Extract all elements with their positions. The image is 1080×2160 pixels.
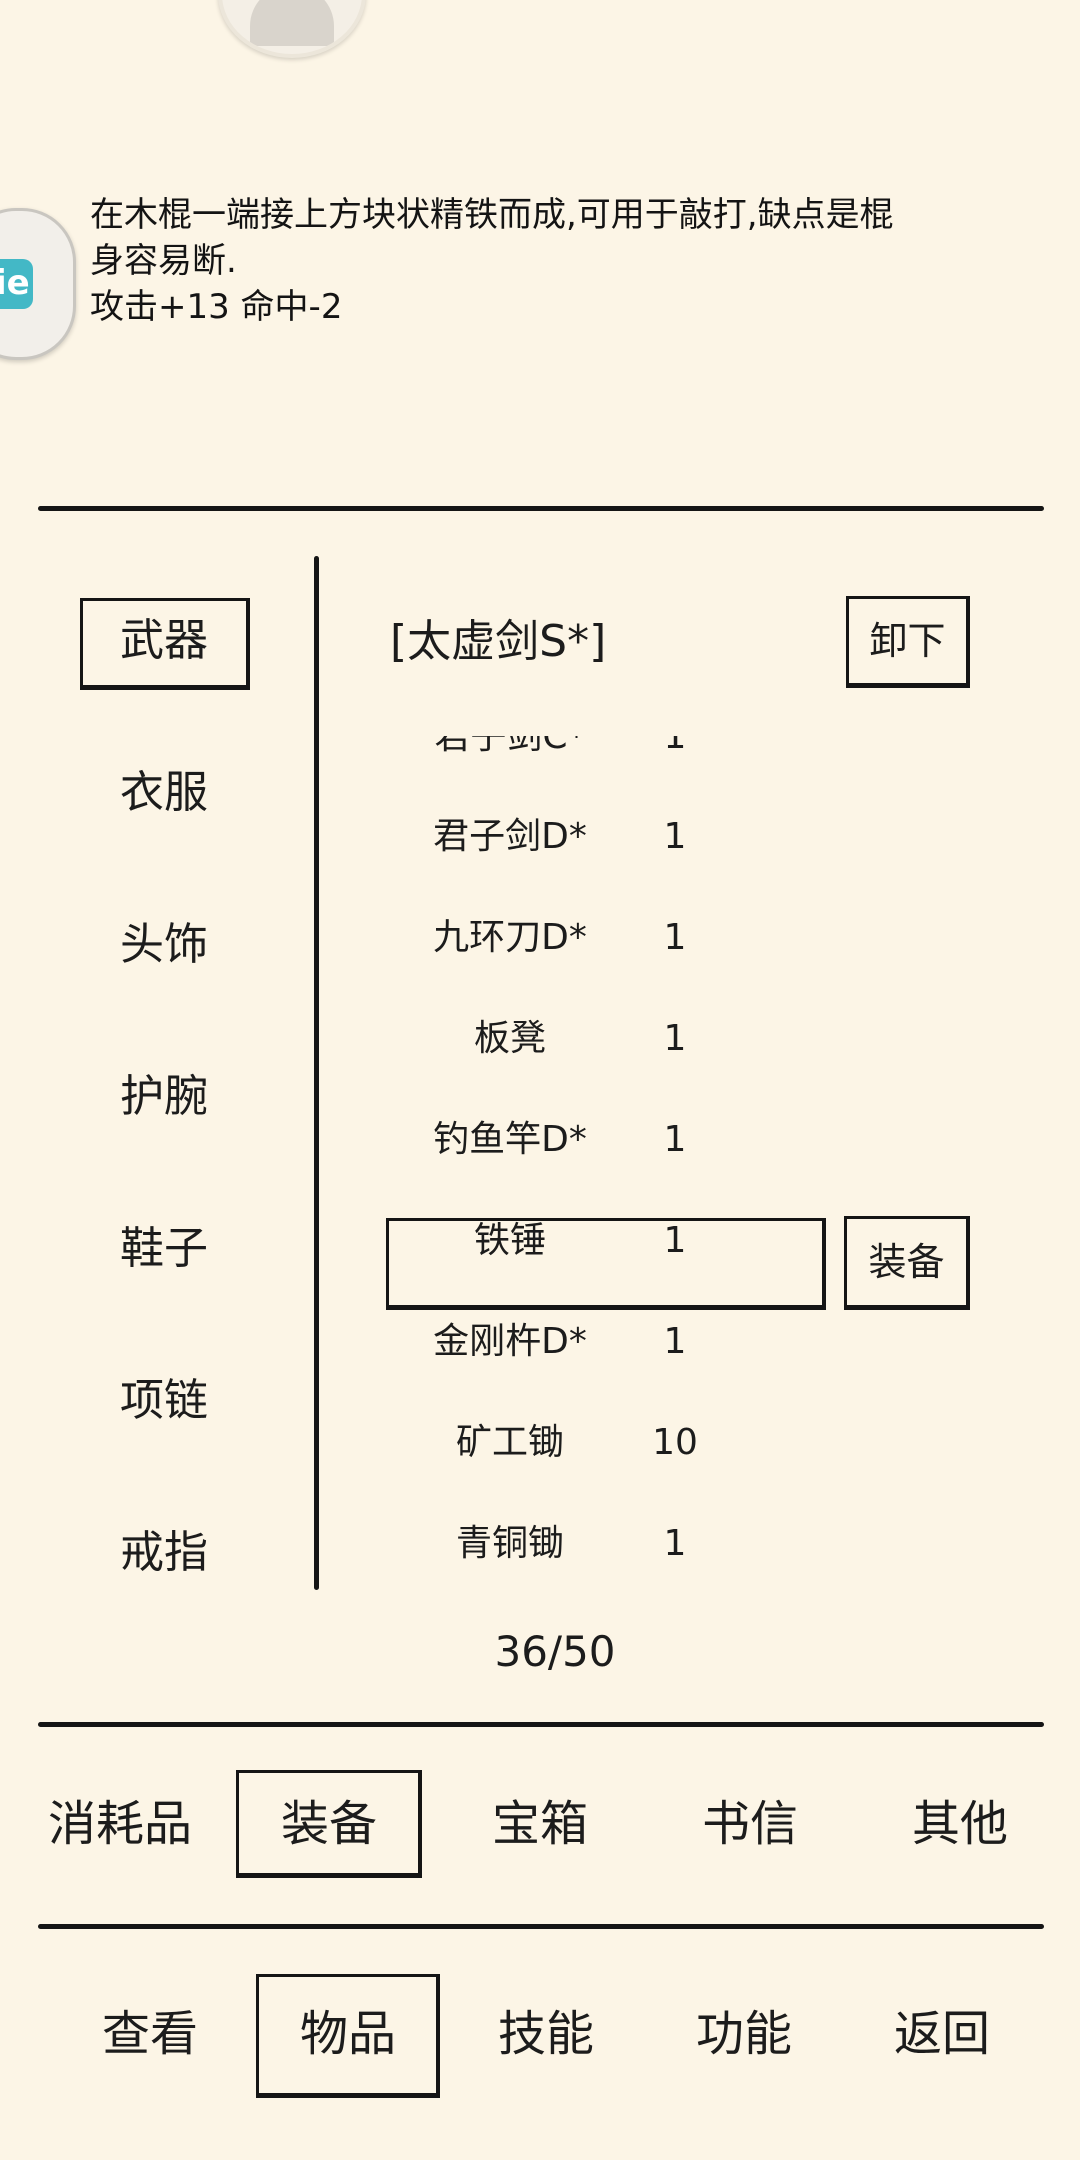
divider-top [38,506,1044,511]
tab-consumables[interactable]: 消耗品 [47,1796,192,1852]
list-item[interactable]: 金刚杵D* 1 [385,1291,735,1392]
item-name: 板凳 [473,1018,546,1059]
item-name: 青铜锄 [455,1523,564,1564]
item-name: 矿工锄 [455,1422,564,1463]
list-item[interactable]: 君子剑C* 1 [385,736,735,787]
equip-button[interactable]: 装备 [844,1216,970,1310]
nav-selected-frame [256,1974,440,2098]
item-count: 1 [663,1119,687,1160]
tab-equipment[interactable]: 装备 [280,1796,377,1852]
category-headwear[interactable]: 头饰 [120,919,208,970]
nav-skills[interactable]: 技能 [497,2006,594,2062]
description-line: 在木棍一端接上方块状精铁而成,可用于敲打,缺点是棍 [90,195,894,235]
app-icon: ie [0,259,33,309]
list-item[interactable]: 青铜锄 1 [385,1493,735,1594]
category-weapon[interactable]: 武器 [120,615,208,666]
equipped-item-name: [太虚剑S*] [390,616,607,667]
category-clothes[interactable]: 衣服 [120,767,208,818]
app-icon-text: ie [0,263,30,303]
list-item[interactable]: 板凳 1 [385,988,735,1089]
unequip-button[interactable]: 卸下 [846,596,970,688]
item-name: 钓鱼竿D* [433,1119,587,1160]
tab-chests[interactable]: 宝箱 [491,1796,588,1852]
item-name: 君子剑C* [434,736,586,757]
item-count: 1 [663,736,687,757]
item-count: 10 [652,1422,698,1463]
item-list[interactable]: 君子剑C* 1 君子剑D* 1 九环刀D* 1 板凳 1 钓鱼竿D* 1 铁锤 … [385,736,735,1600]
category-bracer[interactable]: 护腕 [120,1071,208,1122]
divider-vertical [314,556,319,1590]
item-description: 在木棍一端接上方块状精铁而成,可用于敲打,缺点是棍 身容易断. 攻击+13 命中… [90,192,1010,330]
inventory-capacity: 36/50 [494,1627,616,1676]
list-item[interactable]: 九环刀D* 1 [385,887,735,988]
list-item[interactable]: 矿工锄 10 [385,1392,735,1493]
category-ring[interactable]: 戒指 [120,1527,208,1578]
nav-back[interactable]: 返回 [893,2006,990,2062]
list-item[interactable]: 钓鱼竿D* 1 [385,1089,735,1190]
item-count: 1 [663,1321,687,1362]
description-line: 攻击+13 命中-2 [90,287,343,327]
list-item[interactable]: 君子剑D* 1 [385,786,735,887]
unequip-label: 卸下 [869,619,946,663]
divider-nav-top [38,1924,1044,1929]
category-selected-frame [80,598,250,690]
item-count: 1 [663,1523,687,1564]
divider-tabs-top [38,1722,1044,1727]
item-name: 九环刀D* [433,917,587,958]
item-name: 君子剑D* [433,816,587,857]
item-count: 1 [663,816,687,857]
nav-functions[interactable]: 功能 [695,2006,792,2062]
category-necklace[interactable]: 项链 [120,1375,208,1426]
category-shoes[interactable]: 鞋子 [120,1223,208,1274]
list-item-selected[interactable]: 铁锤 1 [385,1190,735,1291]
equip-label: 装备 [868,1240,945,1284]
floating-widget[interactable]: ie [0,208,76,360]
selected-item-frame [386,1218,826,1310]
tab-other[interactable]: 其他 [911,1796,1008,1852]
item-name: 金刚杵D* [433,1321,587,1362]
item-count: 1 [663,917,687,958]
item-tab-selected-frame [236,1770,422,1878]
item-name: 铁锤 [473,1220,546,1261]
nav-items[interactable]: 物品 [299,2006,396,2062]
tab-letters[interactable]: 书信 [701,1796,798,1852]
item-count: 1 [663,1018,687,1059]
nav-view[interactable]: 查看 [101,2006,198,2062]
item-count: 1 [663,1220,687,1261]
top-avatar[interactable] [218,0,366,58]
description-line: 身容易断. [90,241,237,281]
